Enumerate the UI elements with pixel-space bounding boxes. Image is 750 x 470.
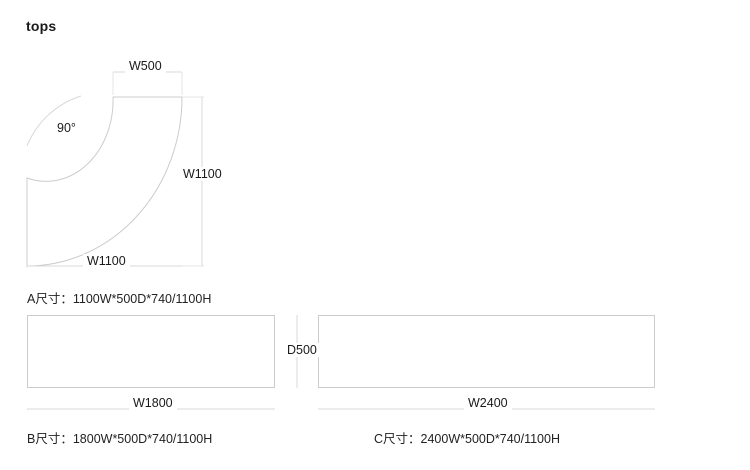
dimension-label-w1100-vertical: W1100 bbox=[179, 167, 226, 181]
dimension-label-angle-90: 90° bbox=[53, 121, 80, 135]
page-title: tops bbox=[26, 18, 57, 34]
caption-shape-b: B尺寸：1800W*500D*740/1100H bbox=[27, 432, 213, 446]
caption-shape-a: A尺寸：1100W*500D*740/1100H bbox=[27, 292, 212, 306]
dimension-label-w500: W500 bbox=[125, 59, 166, 73]
dimension-label-w2400: W2400 bbox=[464, 396, 512, 410]
dimension-label-w1800: W1800 bbox=[129, 396, 177, 410]
shape-c-rectangle-2400 bbox=[318, 315, 655, 388]
dimension-label-d500: D500 bbox=[283, 343, 321, 357]
shape-a-corner-panel-outline bbox=[26, 96, 183, 267]
dimension-label-w1100-horizontal: W1100 bbox=[83, 254, 130, 268]
shape-b-rectangle-1800 bbox=[27, 315, 275, 388]
caption-shape-c: C尺寸：2400W*500D*740/1100H bbox=[374, 432, 560, 446]
